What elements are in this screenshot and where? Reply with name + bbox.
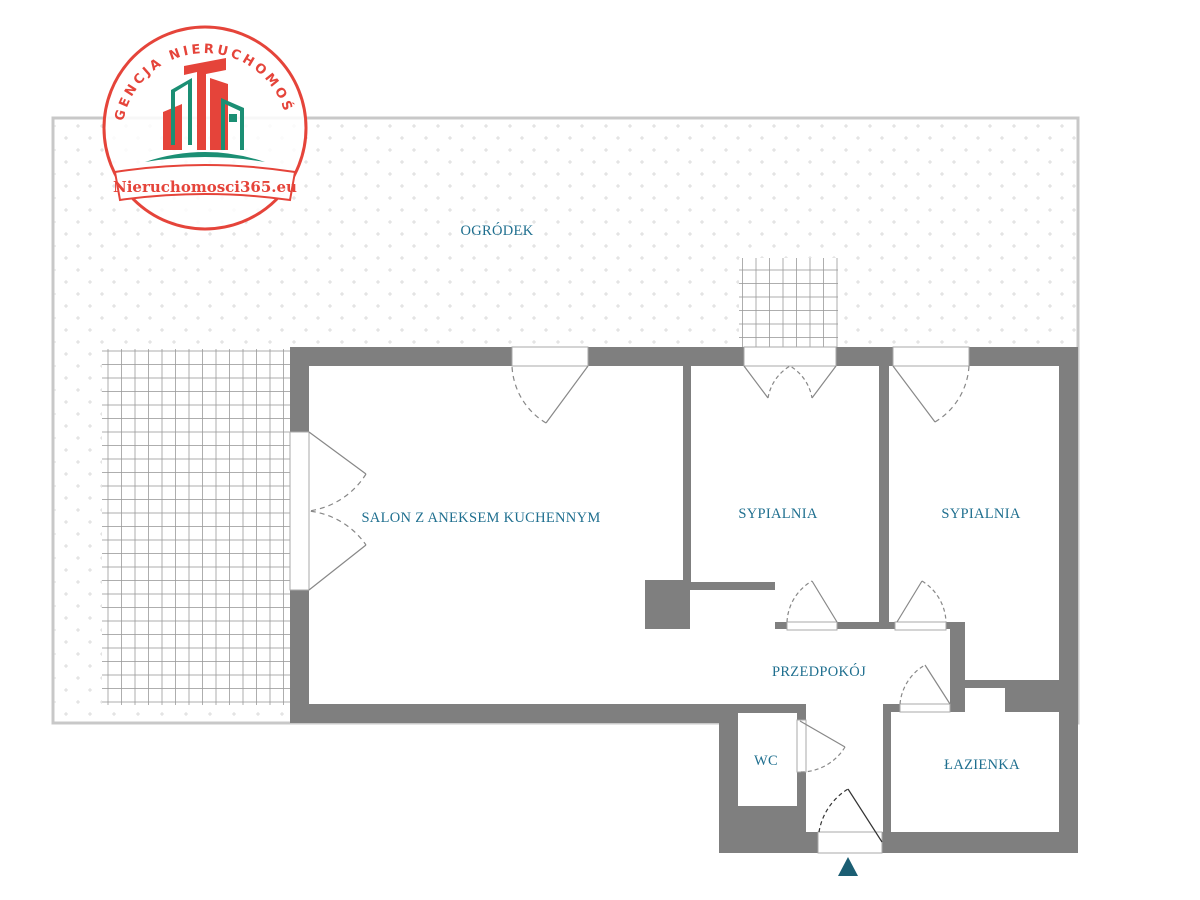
label-garden: OGRÓDEK [461, 222, 534, 239]
terrace-door [289, 431, 310, 591]
wc-room [738, 713, 797, 806]
door-swings [308, 365, 970, 843]
label-bathroom: ŁAZIENKA [944, 757, 1020, 773]
label-wc: WC [754, 753, 778, 769]
entrance-door [817, 831, 883, 854]
entrance-arrow-icon [838, 857, 858, 876]
entry-tiles [739, 258, 838, 347]
door-wc [796, 719, 807, 773]
terrace-tiles [102, 349, 290, 705]
bedroom-2 [889, 366, 1059, 622]
door-bedroom2 [894, 621, 947, 631]
agency-logo: Nieruchomosci365.eu AGENCJA NIERUCHOMOŚC… [0, 0, 308, 231]
door-bathroom [899, 703, 951, 713]
window-living [511, 346, 589, 367]
label-living: SALON Z ANEKSEM KUCHENNYM [361, 510, 600, 526]
door-bedroom1 [786, 621, 838, 631]
hallway [683, 629, 950, 704]
window-bedroom2 [892, 346, 970, 367]
logo-buildings-icon [145, 58, 265, 162]
pillar [645, 580, 690, 629]
living-room [309, 366, 683, 704]
window-bedroom1 [743, 346, 837, 367]
bathroom [891, 712, 1059, 832]
logo-site-text: Nieruchomosci365.eu [113, 178, 297, 196]
rooms [309, 366, 1059, 832]
openings [289, 346, 970, 854]
label-bedroom2: SYPIALNIA [941, 506, 1020, 522]
bedroom-1 [691, 366, 879, 582]
label-bedroom1: SYPIALNIA [738, 506, 817, 522]
label-hall: PRZEDPOKÓJ [772, 663, 866, 680]
